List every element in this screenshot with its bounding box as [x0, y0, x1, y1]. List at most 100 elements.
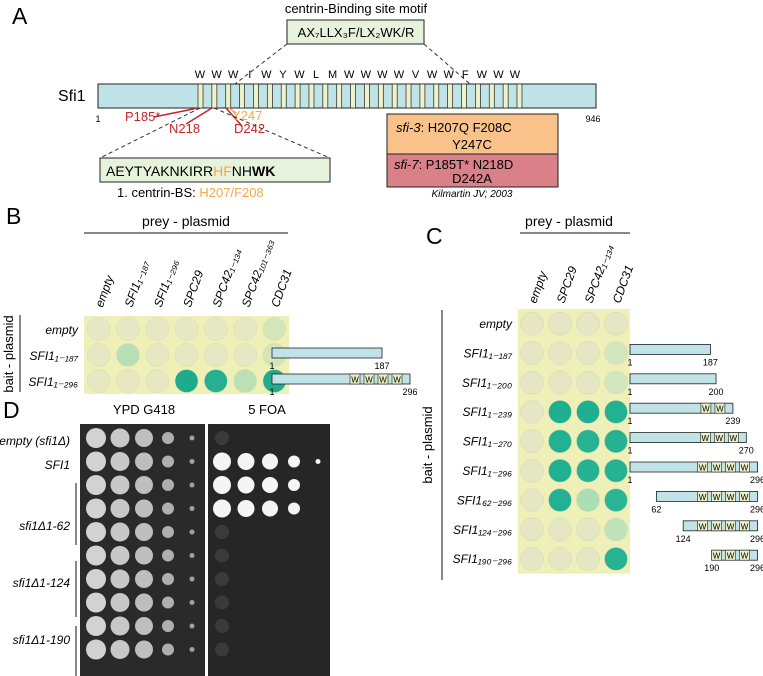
y247-line [228, 107, 237, 114]
w-repeat-letter: W [702, 434, 710, 443]
foa-colony [288, 502, 300, 515]
panel-a-letter: A [12, 3, 28, 29]
repeat-residue: W [510, 69, 521, 81]
c-spot [548, 311, 572, 336]
d242-label: D242 [234, 121, 265, 136]
b-spot [145, 317, 169, 341]
repeat-band [516, 83, 523, 109]
repeat-residue: F [462, 69, 469, 81]
c-spot [520, 458, 544, 483]
d-strain-labels: empty (sfi1Δ)SFI1sfi1Δ1-62sfi1Δ1-124sfi1… [0, 434, 77, 676]
bs1-label-text: 1. centrin-BS: [117, 185, 199, 200]
repeat-residue: I [248, 69, 251, 81]
c-spot [604, 400, 628, 424]
g418-colony [110, 522, 130, 542]
w-repeat-letter: W [727, 464, 735, 473]
c-bait-label: SFI1₁₉₀₋₂₉₆ [453, 552, 513, 566]
d-strain-label: empty (sfi1Δ) [0, 434, 70, 448]
g418-colony [189, 459, 195, 464]
c-bait-label: SFI1₁₋₂₀₀ [462, 376, 512, 390]
foa-colony [315, 459, 321, 464]
bs1-seq-box [99, 157, 331, 183]
repeat-band [405, 83, 412, 109]
foa-colony [215, 431, 229, 445]
b-spot [204, 343, 228, 367]
b-construct-end: 187 [374, 361, 389, 371]
foa-colony [215, 619, 229, 633]
g418-colony [162, 432, 174, 444]
motif-text: AX₇LLX₃F/LX₂WK/R [298, 25, 415, 40]
b-prey-label: SFI1₁₋₂₉₆ [151, 257, 181, 309]
c-bait-label: SFI1₁₂₄₋₂₉₆ [453, 523, 512, 537]
c-spot [576, 517, 600, 542]
repeat-residue: W [493, 69, 504, 81]
repeat-residue: W [228, 69, 239, 81]
motif-dash-right [423, 43, 471, 85]
repeat-band [433, 83, 440, 109]
g418-colony [135, 593, 153, 612]
g418-colony [86, 545, 106, 566]
g418-colony [110, 640, 130, 659]
sfi7-box [386, 153, 559, 188]
repeat-band [336, 83, 343, 109]
c-construct-start: 62 [651, 504, 661, 514]
repeat-residue: W [195, 69, 206, 81]
b-spot [233, 369, 257, 393]
foa-colony [213, 499, 231, 518]
g418-colony [135, 640, 153, 659]
w-repeat-letter: W [713, 464, 721, 473]
g418-colony [162, 596, 174, 609]
sfi3-line2: Y247C [452, 137, 492, 152]
motif-title: centrin-Binding site motif [285, 1, 428, 16]
w-repeat-letter: W [699, 493, 707, 502]
repeat-band [488, 83, 495, 109]
c-construct-start: 1 [627, 387, 632, 397]
w-repeat-box [739, 461, 750, 473]
c-spot [576, 488, 600, 512]
repeat-residue: Y [279, 69, 287, 81]
repeat-band [225, 83, 232, 109]
g418-colony [86, 592, 106, 613]
bs1-dash-left [99, 107, 201, 159]
b-bait-label: SFI1₁₋₁₈₇ [30, 349, 79, 363]
g418-colony [189, 623, 195, 629]
w-repeat-box [725, 520, 736, 532]
b-prey-label: SPC29 [180, 268, 206, 309]
w-repeat-box [725, 491, 736, 502]
c-prey-label: CDC31 [610, 263, 637, 305]
w-repeat-box [739, 549, 750, 561]
repeat-residue: W [394, 69, 405, 81]
bs1-label: 1. centrin-BS: H207/F208 [117, 185, 264, 200]
g418-colony [135, 570, 153, 588]
sfi1-protein-bar [97, 83, 597, 109]
c-construct-end: 296 [750, 534, 763, 544]
w-repeat-box [363, 373, 375, 385]
c-construct-start: 124 [676, 534, 691, 544]
g418-colony [189, 506, 195, 511]
b-construct-start: 1 [269, 361, 274, 371]
w-repeat-box [377, 373, 389, 385]
c-spot [548, 370, 572, 395]
g418-colony [189, 482, 195, 488]
c-spot [604, 311, 628, 336]
repeat-residue: M [328, 69, 337, 81]
y247-label: Y247 [232, 108, 262, 123]
w-repeat-box [739, 491, 750, 502]
g418-colony [162, 455, 174, 468]
g418-colony [135, 499, 153, 518]
b-spot [145, 343, 169, 367]
c-bait-labels: emptySFI1₁₋₁₈₇SFI1₁₋₂₀₀SFI1₁₋₂₃₉SFI1₁₋₂₇… [453, 317, 513, 566]
bs1-seq-part1: AEYTYAKNKIRR [106, 163, 213, 179]
w-repeat-letter: W [699, 464, 707, 473]
sfi1-protein-label: Sfi1 [58, 88, 86, 105]
g418-colony [162, 526, 174, 538]
repeat-band [461, 83, 467, 109]
c-spot [604, 517, 628, 542]
g418-colony [135, 523, 153, 541]
c-spot [576, 458, 600, 483]
c-prey-label: empty [526, 269, 551, 305]
repeat-band [350, 83, 356, 109]
